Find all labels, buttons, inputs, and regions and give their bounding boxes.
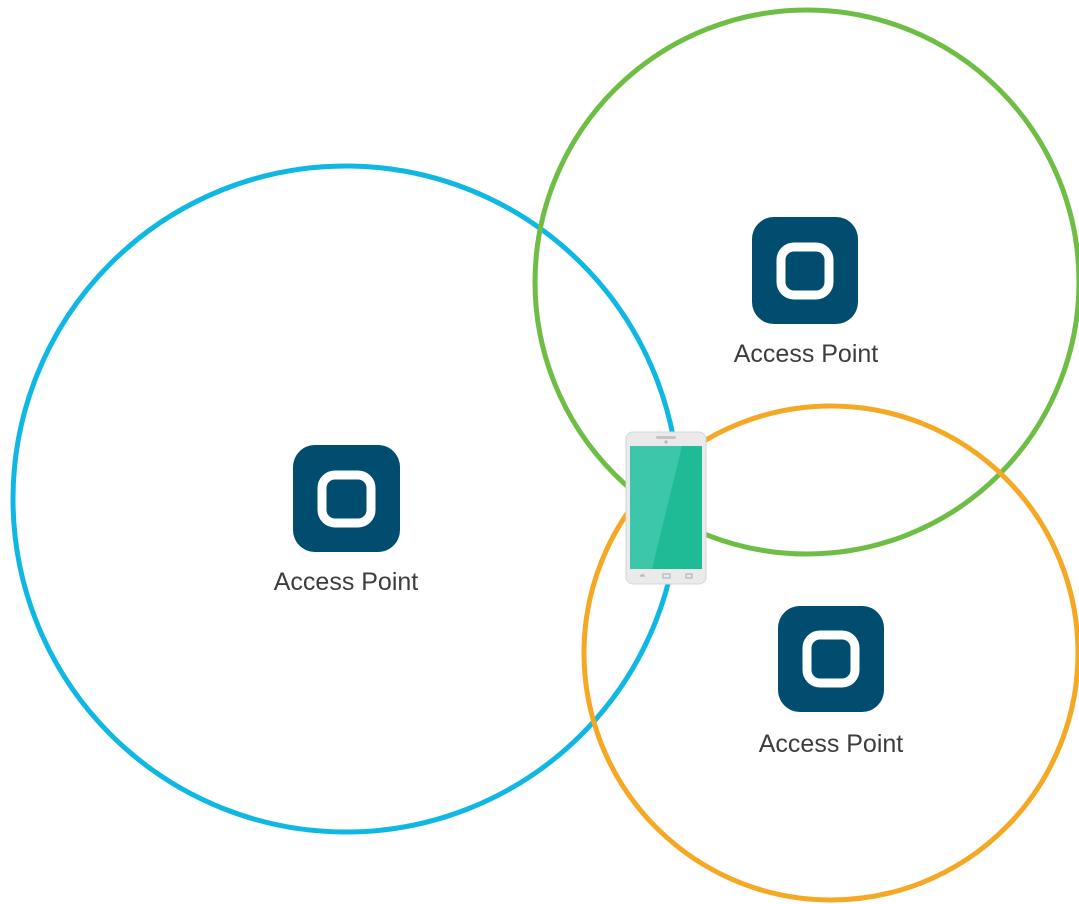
home-icon: [662, 573, 671, 579]
access-point-icon: [778, 606, 884, 712]
access-point-2-label: Access Point: [734, 340, 879, 368]
access-point-icon: [293, 445, 400, 552]
access-point-3-coverage-circle: [581, 403, 1079, 903]
access-point-3: Access Point: [759, 606, 904, 758]
smartphone-nav-buttons: [639, 573, 693, 579]
smartphone-icon: [625, 431, 707, 585]
access-point-icon: [752, 217, 858, 324]
access-point-3-label: Access Point: [759, 730, 904, 758]
access-point-1-label: Access Point: [274, 568, 419, 596]
back-icon: [639, 573, 645, 577]
access-point-2: Access Point: [734, 217, 879, 368]
recent-apps-icon: [685, 573, 693, 579]
smartphone-speaker: [656, 436, 676, 439]
access-point-2-coverage-circle: [532, 7, 1079, 557]
smartphone-camera: [664, 440, 668, 444]
smartphone-screen-shade: [652, 446, 702, 569]
access-point-1: Access Point: [274, 445, 419, 596]
